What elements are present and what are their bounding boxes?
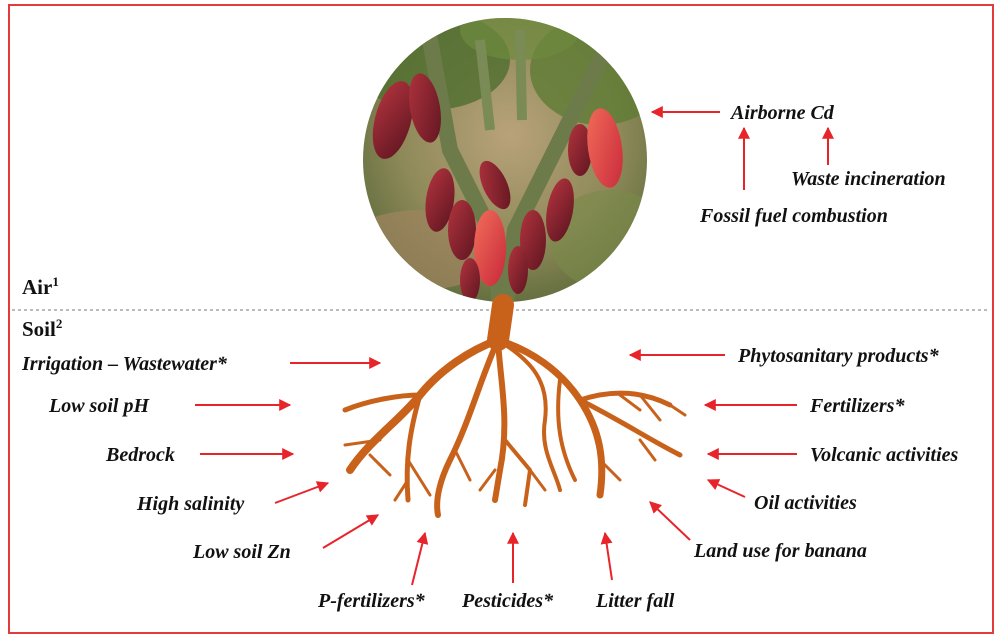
label-irrigation: Irrigation – Wastewater* bbox=[21, 353, 228, 375]
label-high-salinity: High salinity bbox=[136, 493, 244, 515]
arrow-oil bbox=[708, 480, 745, 497]
label-waste-incineration: Waste incineration bbox=[791, 168, 946, 190]
root-system bbox=[345, 305, 685, 515]
cacao-tree-image bbox=[340, 0, 670, 315]
arrow-banana bbox=[650, 502, 690, 540]
label-fossil-fuel: Fossil fuel combustion bbox=[699, 205, 888, 227]
label-litter-fall: Litter fall bbox=[595, 590, 675, 612]
label-low-soil-ph: Low soil pH bbox=[48, 395, 150, 417]
label-pesticides: Pesticides* bbox=[461, 590, 554, 612]
arrow-low-zn bbox=[323, 515, 378, 548]
arrow-p-fert bbox=[412, 533, 425, 585]
arrow-litter bbox=[605, 533, 612, 580]
label-fertilizers: Fertilizers* bbox=[809, 395, 905, 417]
label-airborne-cd: Airborne Cd bbox=[729, 102, 835, 124]
label-p-fertilizers: P-fertilizers* bbox=[317, 590, 426, 612]
label-volcanic: Volcanic activities bbox=[810, 444, 959, 466]
arrow-salinity bbox=[275, 483, 328, 503]
label-bedrock: Bedrock bbox=[105, 444, 175, 466]
air-zone-label: Air1 bbox=[22, 274, 59, 299]
soil-zone-label: Soil2 bbox=[22, 316, 62, 341]
label-phytosanitary: Phytosanitary products* bbox=[737, 345, 940, 367]
label-oil-activities: Oil activities bbox=[754, 492, 857, 514]
label-land-use-banana: Land use for banana bbox=[693, 540, 867, 562]
label-low-soil-zn: Low soil Zn bbox=[192, 541, 291, 563]
